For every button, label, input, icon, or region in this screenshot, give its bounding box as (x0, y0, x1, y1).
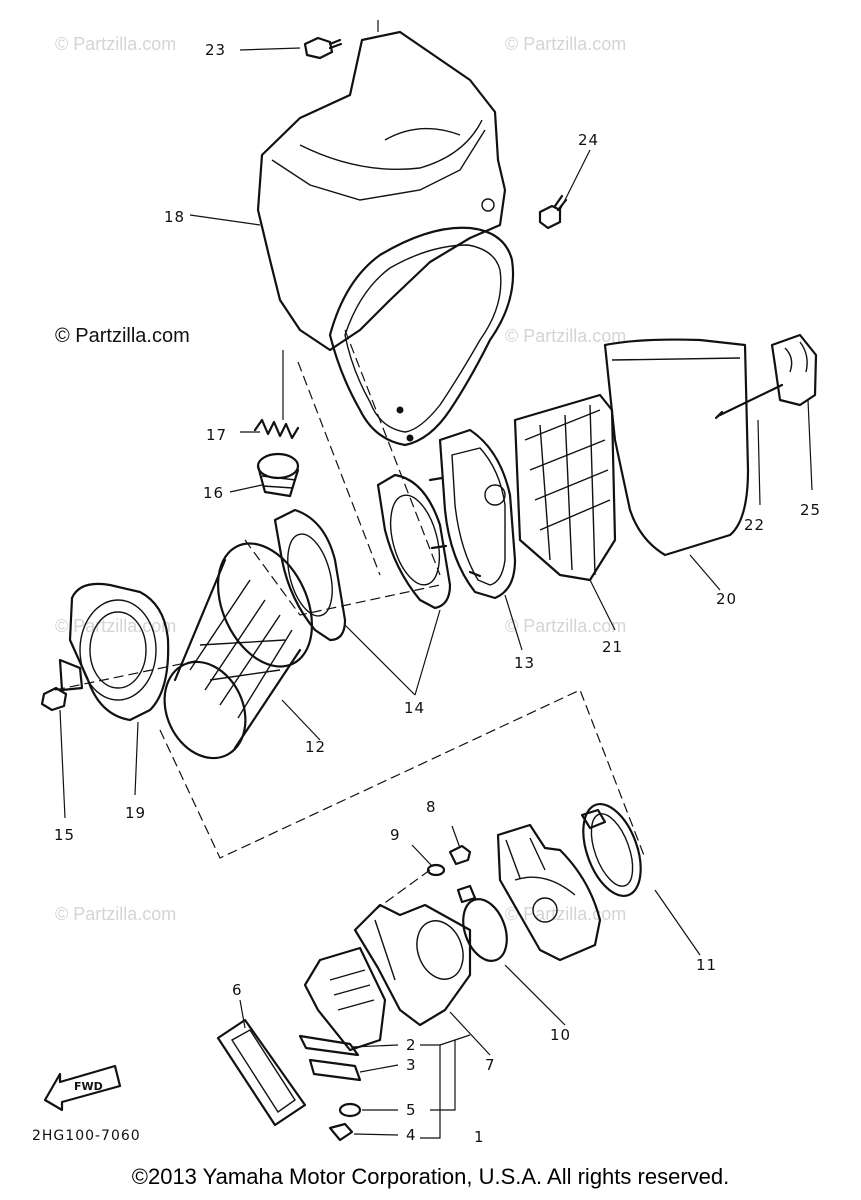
clamp-11 (580, 802, 642, 898)
washer-9 (426, 863, 446, 877)
callout-4: 4 (406, 1126, 417, 1144)
callout-17: 17 (206, 426, 227, 444)
reference-lines (54, 329, 646, 911)
screw-4 (328, 1122, 354, 1142)
air-box-case (256, 30, 515, 447)
callout-9: 9 (390, 826, 401, 844)
callout-8: 8 (426, 798, 437, 816)
callout-21: 21 (602, 638, 623, 656)
clamp-10 (456, 884, 508, 962)
callout-6: 6 (232, 981, 243, 999)
callout-3: 3 (406, 1056, 417, 1074)
flange-19 (58, 582, 170, 722)
callout-12: 12 (305, 738, 326, 756)
callout-15: 15 (54, 826, 75, 844)
callout-20: 20 (716, 590, 737, 608)
watermark: © Partzilla.com (505, 326, 626, 346)
callout-1: 1 (474, 1128, 485, 1146)
callout-23: 23 (205, 41, 226, 59)
callout-11: 11 (696, 956, 717, 974)
filter-element-20 (603, 338, 750, 557)
gasket-6 (216, 1018, 307, 1127)
callout-7: 7 (485, 1056, 496, 1074)
callout-14: 14 (404, 699, 425, 717)
grommet-16 (256, 452, 300, 498)
callout-13: 13 (514, 654, 535, 672)
bolt-24 (538, 194, 568, 230)
watermark: © Partzilla.com (55, 34, 176, 54)
callout-25: 25 (800, 501, 821, 519)
gasket-14 (273, 473, 452, 642)
callout-24: 24 (578, 131, 599, 149)
carburetor (496, 823, 602, 962)
callout-16: 16 (203, 484, 224, 502)
bolt-8 (448, 844, 472, 866)
wing-nut-25 (770, 333, 818, 407)
fwd-arrow-icon: FWD (43, 1064, 122, 1112)
reed-valve-1 (303, 946, 387, 1052)
bolt-23 (303, 36, 343, 60)
clip-17 (253, 418, 300, 440)
leader-lines (59, 20, 813, 1139)
watermark: © Partzilla.com (55, 325, 190, 347)
callout-5: 5 (406, 1101, 417, 1119)
callout-18: 18 (164, 208, 185, 226)
callout-2: 2 (406, 1036, 417, 1054)
reed-2 (298, 1034, 360, 1057)
washer-5 (338, 1102, 362, 1118)
watermark: © Partzilla.com (505, 616, 626, 636)
copyright-notice: ©2013 Yamaha Motor Corporation, U.S.A. A… (131, 1164, 730, 1189)
fwd-label: FWD (74, 1080, 103, 1093)
watermark: © Partzilla.com (505, 34, 626, 54)
filter-guide-13 (428, 428, 517, 600)
watermark: © Partzilla.com (55, 904, 176, 924)
duct-12 (163, 542, 314, 760)
nut-15 (40, 686, 68, 712)
callout-10: 10 (550, 1026, 571, 1044)
watermark: © Partzilla.com (55, 616, 176, 636)
manifold-7 (353, 903, 472, 1027)
reed-3 (308, 1058, 362, 1082)
bolt-22 (714, 383, 784, 420)
filter-cage-21 (513, 393, 617, 582)
callout-22: 22 (744, 516, 765, 534)
callout-19: 19 (125, 804, 146, 822)
diagram-code: 2HG100-7060 (32, 1128, 141, 1144)
